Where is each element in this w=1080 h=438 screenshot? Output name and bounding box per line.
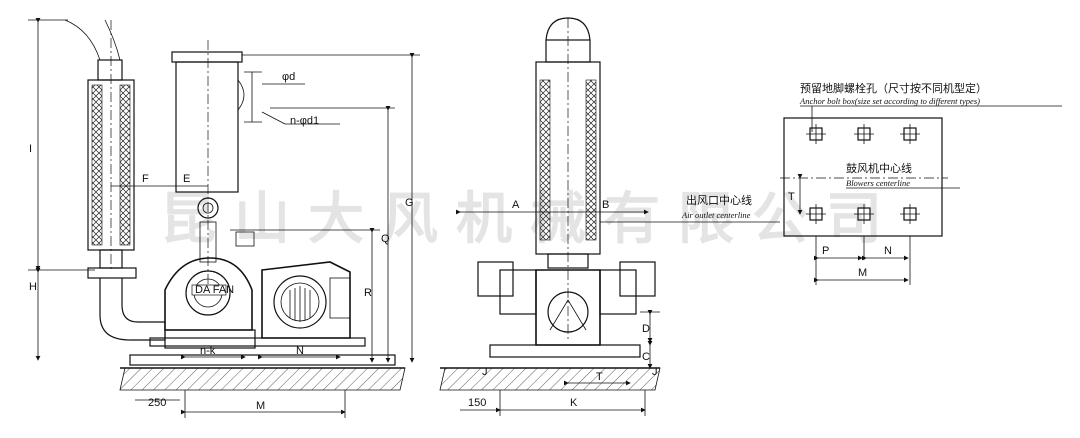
dim-F: F bbox=[142, 173, 149, 185]
dim-M-front: M bbox=[256, 400, 265, 412]
dim-G: G bbox=[405, 197, 414, 209]
dim-T-anchor: T bbox=[788, 191, 795, 203]
dim-B: B bbox=[602, 199, 609, 211]
blower-body: DA FAN bbox=[164, 257, 256, 349]
dim-250: 250 bbox=[148, 397, 166, 409]
side-dimensions: A B 出风口中心线 Air outlet centerline D C J J… bbox=[456, 193, 780, 416]
inlet-silencer bbox=[64, 19, 166, 341]
dim-150: 150 bbox=[468, 397, 486, 409]
dim-A: A bbox=[512, 199, 520, 211]
dim-n-phi-d1: n-φd1 bbox=[290, 115, 319, 127]
dim-I: I bbox=[29, 143, 32, 155]
side-silencer bbox=[535, 17, 601, 340]
dim-R: R bbox=[364, 287, 372, 299]
watermark: 昆山大风机械有限公司 bbox=[160, 187, 900, 252]
nameplate-text: DA FAN bbox=[195, 284, 234, 296]
dim-D: D bbox=[642, 323, 650, 335]
front-ground bbox=[119, 354, 406, 391]
dim-T-side: T bbox=[596, 371, 603, 383]
air-outlet-label-cn: 出风口中心线 bbox=[686, 193, 752, 207]
dim-n-k: n-k bbox=[200, 345, 216, 357]
air-outlet-label-en: Air outlet centerline bbox=[681, 210, 751, 220]
dim-C: C bbox=[642, 351, 650, 363]
anchor-title-en: Anchor bolt box(size set according to di… bbox=[799, 96, 980, 106]
dim-H: H bbox=[29, 281, 37, 293]
dim-M-anchor: M bbox=[858, 267, 867, 279]
anchor-title-cn: 预留地脚螺栓孔（尺寸按不同机型定） bbox=[800, 81, 987, 95]
dim-J-left: J bbox=[482, 366, 488, 378]
dim-N: N bbox=[296, 345, 304, 357]
blower-centerline-en: Blowers centerline bbox=[846, 178, 910, 188]
bolt-hole-grid bbox=[806, 124, 920, 224]
anchor-bolt-detail: 预留地脚螺栓孔（尺寸按不同机型定） Anchor bolt box(size s… bbox=[780, 81, 1062, 285]
side-blower bbox=[477, 261, 656, 346]
motor bbox=[149, 261, 366, 347]
side-view: A B 出风口中心线 Air outlet centerline D C J J… bbox=[439, 17, 780, 416]
dim-Q: Q bbox=[381, 233, 390, 245]
dim-P: P bbox=[822, 245, 829, 257]
dim-K: K bbox=[570, 397, 578, 409]
inlet-filter-box bbox=[171, 40, 262, 290]
dim-phi-d: φd bbox=[282, 71, 295, 83]
dim-N-anchor: N bbox=[884, 245, 892, 257]
dim-E: E bbox=[183, 173, 190, 185]
front-view: DA FAN I H F E bbox=[28, 18, 420, 418]
front-dimensions: I H F E G Q R φd n-φd1 n-k N bbox=[28, 18, 420, 418]
dim-J-right: J bbox=[652, 366, 658, 378]
blower-centerline-cn: 鼓风机中心线 bbox=[846, 161, 912, 175]
